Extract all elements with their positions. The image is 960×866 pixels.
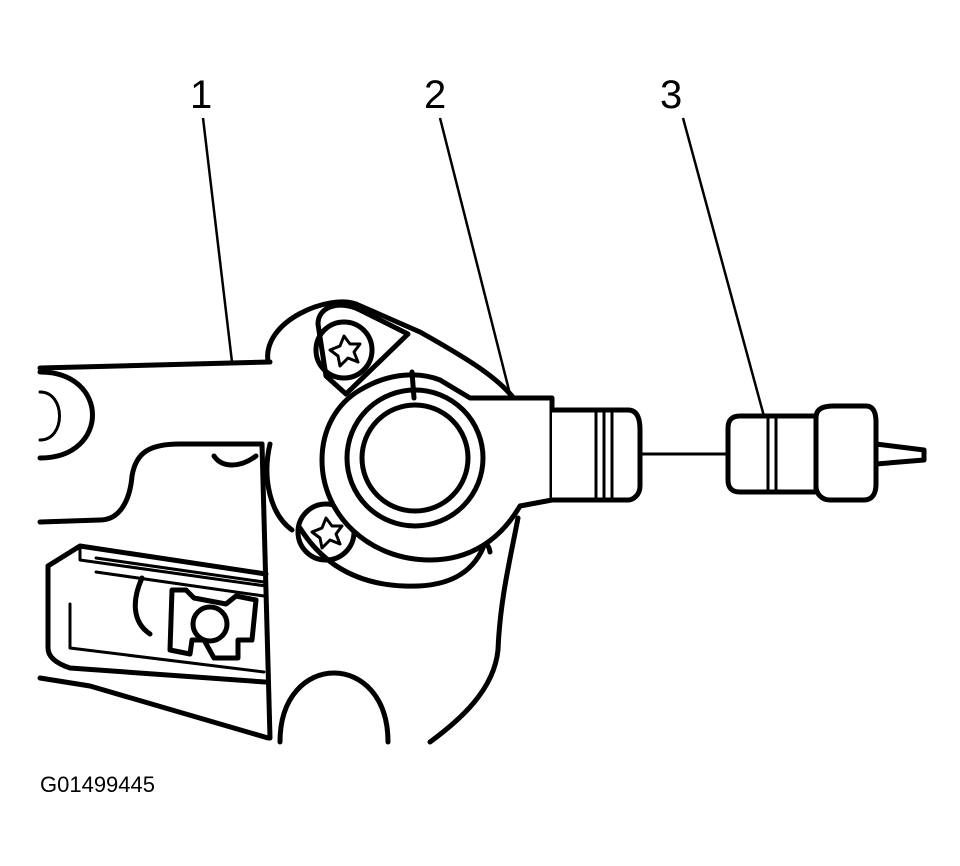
callout-2-leader: [438, 117, 514, 403]
callout-2-label: 2: [424, 73, 446, 117]
callout-1-leader: [201, 117, 234, 363]
component-2-sensor: [295, 302, 728, 563]
component-1-housing: [37, 299, 521, 745]
callout-3-label: 3: [660, 73, 682, 117]
callout-3-leader: [681, 117, 767, 421]
callout-1-label: 1: [190, 73, 212, 117]
figure-id: G01499445: [40, 772, 155, 797]
component-3-connector-plug: [725, 403, 927, 503]
